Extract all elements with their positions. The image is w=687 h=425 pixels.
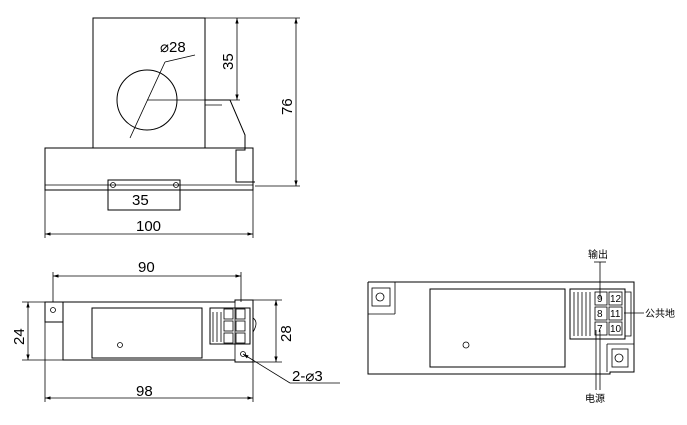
height-label: 76 (279, 98, 296, 115)
mount-holes-label: 2-⌀3 (292, 368, 323, 385)
terminal-block (569, 288, 626, 340)
terminal-7: 7 (594, 321, 608, 336)
right-height-label: 28 (278, 325, 295, 342)
mount-hole (614, 353, 624, 363)
svg-text:11: 11 (610, 309, 621, 320)
front-view: 90 24 28 2-⌀3 (11, 259, 340, 402)
label-window (429, 288, 566, 368)
terminal-9: 9 (594, 291, 608, 306)
terminal-12: 12 (608, 291, 623, 306)
upper-housing (92, 17, 206, 149)
svg-text:7: 7 (597, 324, 603, 335)
terminal-10: 10 (608, 321, 623, 336)
svg-text:8: 8 (597, 309, 603, 320)
mount-spacing-label: 90 (138, 259, 155, 276)
hole-diameter-label: ⌀28 (160, 39, 186, 56)
terminal-view: 9 12 8 11 7 10 输出 公共地 电源 (367, 248, 675, 405)
slot-width-label: 35 (132, 192, 149, 209)
left-height-label: 24 (11, 328, 28, 345)
terminal-block (209, 307, 251, 345)
lower-base (44, 147, 254, 191)
mount-hole (375, 292, 385, 302)
common-ground-label: 公共地 (645, 307, 675, 320)
mount-holes-leader (242, 353, 291, 384)
hole-center-label: 35 (220, 53, 237, 70)
output-label: 输出 (588, 248, 608, 261)
total-width-label: 98 (136, 383, 153, 400)
top-view: ⌀28 35 35 76 100 (44, 17, 300, 238)
mounting-slot (107, 179, 181, 211)
terminal-housing (367, 281, 635, 375)
svg-text:12: 12 (610, 294, 622, 305)
mount-hole (50, 307, 56, 313)
terminal-8: 8 (594, 306, 608, 321)
svg-text:9: 9 (597, 294, 603, 305)
power-label: 电源 (585, 392, 605, 405)
terminal-11: 11 (608, 306, 623, 321)
width-label: 100 (136, 218, 161, 235)
housing-outline (44, 299, 254, 363)
side-bracket (205, 99, 255, 183)
label-window (91, 307, 203, 359)
svg-text:10: 10 (610, 324, 622, 335)
